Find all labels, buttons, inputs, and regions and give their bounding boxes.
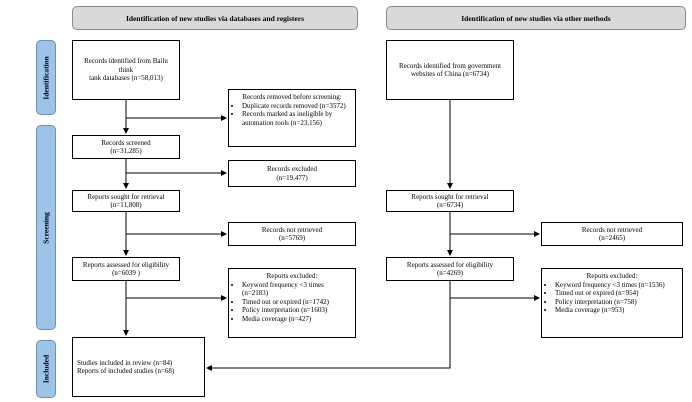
box-reports-sought: Reports sought for retrieval (n=11,808) — [72, 190, 180, 212]
box-records-identified-government: Records identified from government websi… — [386, 40, 514, 100]
box-right-reports-excluded: Reports excluded: Keyword frequency <3 t… — [541, 268, 683, 338]
text: (n=6039 ) — [112, 269, 140, 277]
header-databases: Identification of new studies via databa… — [72, 6, 358, 30]
text: Records not retrieved — [261, 225, 323, 234]
box-records-screened: Records screened (n=31,285) — [72, 135, 180, 159]
arrow-right-to-included — [206, 281, 451, 371]
text: Reports excluded: — [586, 272, 638, 280]
box-reports-excluded: Reports excluded: Keyword frequency <3 t… — [228, 268, 356, 338]
text: Reports assessed for eligibility — [82, 260, 170, 269]
list-item: Keyword frequency <3 times (n=2183) — [242, 281, 351, 298]
list: Keyword frequency <3 times (n=1536) Time… — [546, 281, 678, 315]
box-right-reports-assessed: Reports assessed for eligibility (n=4269… — [386, 257, 514, 281]
box-records-identified-bailu: Records identified from Bailu think tank… — [72, 40, 180, 100]
header-databases-label: Identification of new studies via databa… — [126, 13, 304, 23]
text: (n=19,477) — [276, 173, 308, 182]
text: (n=31,285) — [110, 147, 142, 155]
stage-screening: Screening — [36, 125, 56, 330]
text: Reports sought for retrieval — [87, 192, 165, 201]
text: (n=11,808) — [110, 201, 142, 209]
text: (n=5769) — [278, 234, 306, 242]
text: Records removed before screening: — [242, 93, 342, 101]
text: (n=6734) — [436, 201, 464, 209]
list-item: Timed out or expired (n=1742) — [242, 298, 351, 307]
list-item: Keyword frequency <3 times (n=1536) — [555, 281, 678, 290]
header-other-methods-label: Identification of new studies via other … — [461, 13, 611, 23]
text: tank databases (n=58,013) — [89, 74, 163, 83]
box-records-excluded: Records excluded (n=19,477) — [228, 160, 356, 187]
text: Reports of included studies (n=68) — [77, 367, 175, 375]
text: Records screened — [101, 138, 151, 147]
box-records-removed: Records removed before screening: Duplic… — [228, 89, 356, 147]
stage-identification: Identification — [36, 40, 56, 115]
text: Studies included in review (n=84) — [77, 358, 173, 367]
stage-included: Included — [36, 340, 56, 398]
list: Duplicate records removed (n=3572) Recor… — [233, 102, 351, 128]
header-other-methods: Identification of new studies via other … — [386, 6, 686, 30]
list-item: Duplicate records removed (n=3572) — [242, 102, 351, 111]
list-item: Policy interpretation (n=1603) — [242, 306, 351, 315]
text: Records excluded — [267, 165, 317, 173]
text: Records identified from government — [398, 61, 502, 70]
list-item: Media coverage (n=953) — [555, 306, 678, 315]
list-item: Timed out or expired (n=954) — [555, 289, 678, 298]
box-studies-included: Studies included in review (n=84) Report… — [72, 337, 205, 397]
list-item: Policy interpretation (n=758) — [555, 298, 678, 307]
text: Reports sought for retrieval — [411, 192, 489, 201]
list: Keyword frequency <3 times (n=2183) Time… — [233, 281, 351, 324]
text: Reports assessed for eligibility — [406, 260, 494, 269]
text: Records identified from Bailu think — [84, 57, 168, 74]
box-right-not-retrieved: Records not retrieved (n=2465) — [541, 222, 683, 246]
text: Reports excluded: — [266, 272, 318, 280]
list-item: Records marked as ineligible by automati… — [242, 110, 351, 127]
text: (n=2465) — [598, 234, 626, 242]
text: (n=4269) — [436, 269, 464, 277]
text: Records not retrieved — [581, 225, 643, 234]
text: websites of China (n=6734) — [410, 70, 490, 78]
box-right-reports-sought: Reports sought for retrieval (n=6734) — [386, 190, 514, 212]
list-item: Media coverage (n=427) — [242, 315, 351, 324]
box-not-retrieved: Records not retrieved (n=5769) — [228, 222, 356, 246]
box-reports-assessed: Reports assessed for eligibility (n=6039… — [72, 257, 180, 281]
